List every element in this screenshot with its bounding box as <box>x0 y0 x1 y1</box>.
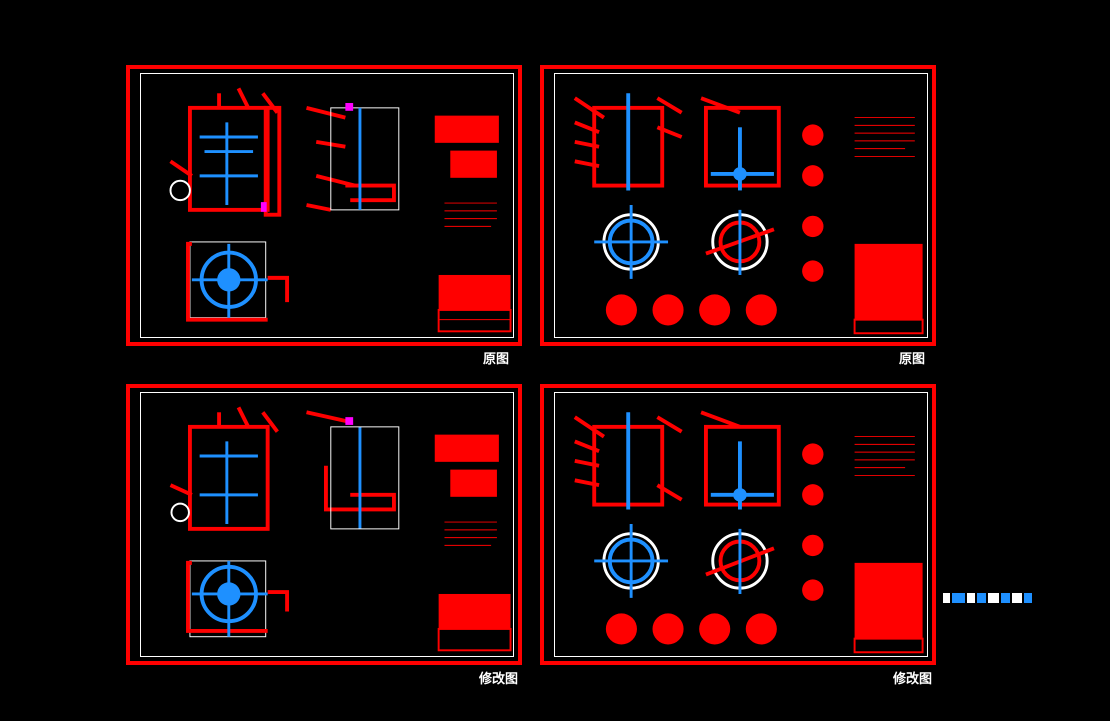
drawing-sheet-bottom-right[interactable] <box>540 384 936 665</box>
drawing-sheet-bottom-left[interactable] <box>126 384 522 665</box>
vessel-elevation-drawing <box>169 87 282 217</box>
drawing-sheet-icon <box>573 410 924 654</box>
drawing-sheet-icon <box>573 93 924 335</box>
drawing-sheet-icon <box>169 87 512 333</box>
drawing-sheet-top-right[interactable] <box>540 65 936 346</box>
sheet-inner-border <box>140 392 514 657</box>
sheet-caption-bottom-left: 修改图 <box>479 672 519 687</box>
toolbar-strip-icon[interactable] <box>943 592 1033 604</box>
sheet-inner-border <box>554 392 928 657</box>
sheet-caption-top-right: 原图 <box>899 352 926 367</box>
drawing-sheet-top-left[interactable] <box>126 65 522 346</box>
sheet-caption-top-left: 原图 <box>483 352 510 367</box>
sheet-inner-border <box>140 73 514 338</box>
sheet-inner-border <box>554 73 928 338</box>
drawing-sheet-icon <box>169 406 512 652</box>
sheet-caption-bottom-right: 修改图 <box>893 672 933 687</box>
